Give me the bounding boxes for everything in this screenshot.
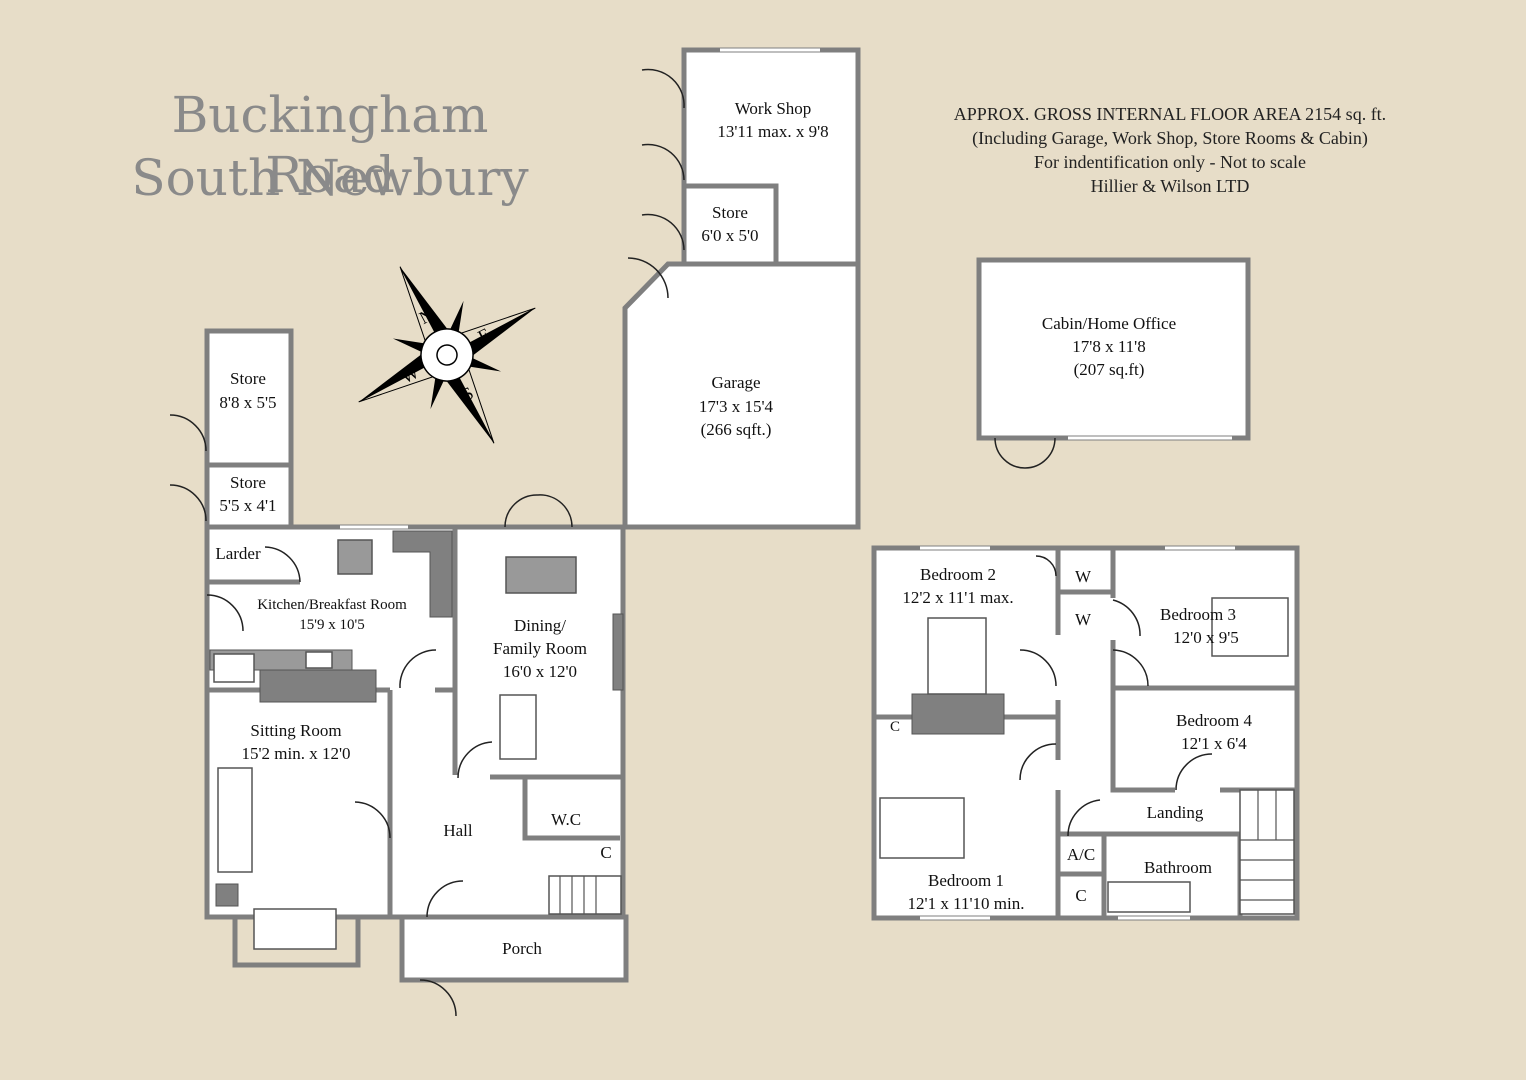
wardrobe1-name: W xyxy=(1074,567,1092,586)
store2-name: Store xyxy=(230,473,266,492)
sink xyxy=(213,653,255,683)
kitchen-worktop-l xyxy=(392,530,453,618)
landing-name: Landing xyxy=(1146,803,1204,822)
garage-size: 17'3 x 15'4 xyxy=(698,397,774,416)
stairs-first xyxy=(1239,789,1295,915)
bedroom4-size: 12'1 x 6'4 xyxy=(1181,734,1247,753)
kitchen-island xyxy=(259,669,377,703)
ac-name: A/C xyxy=(1066,845,1096,864)
garage-area: (266 sqft.) xyxy=(700,420,772,439)
plan-title-line2: South Newbury xyxy=(131,149,529,207)
bed2-headboard-unit xyxy=(911,693,1005,735)
dining-table xyxy=(505,556,577,594)
bedroom2-size: 12'2 x 11'1 max. xyxy=(902,588,1014,607)
bed-1 xyxy=(879,797,965,859)
bed-3 xyxy=(1211,597,1289,657)
bedroom3-size: 12'0 x 9'5 xyxy=(1173,628,1239,647)
kitchen-name: Kitchen/Breakfast Room xyxy=(257,597,407,613)
stairs-ground xyxy=(548,875,622,915)
bedroom4-name: Bedroom 4 xyxy=(1175,711,1253,730)
agent-note: Hillier & Wilson LTD xyxy=(1090,176,1250,196)
garage-name: Garage xyxy=(711,373,761,392)
wc-name: W.C xyxy=(550,810,582,829)
store2-size: 5'5 x 4'1 xyxy=(219,496,277,515)
cupboard-name: C xyxy=(600,843,612,862)
sitting-name: Sitting Room xyxy=(250,721,342,740)
kitchen-size: 15'9 x 10'5 xyxy=(299,617,365,633)
bath xyxy=(1107,881,1191,913)
sitting-bay xyxy=(232,917,361,968)
bedroom2-name: Bedroom 2 xyxy=(919,565,997,584)
porch-name: Porch xyxy=(502,939,542,958)
porch-room xyxy=(399,914,629,983)
workshop-name: Work Shop xyxy=(734,99,812,118)
dining-name: Dining/ xyxy=(514,616,566,635)
bedroom1-name: Bedroom 1 xyxy=(927,871,1005,890)
disclaimer-note: For indentification only - Not to scale xyxy=(1034,152,1306,172)
bedroom3-name: Bedroom 3 xyxy=(1159,605,1237,624)
dining-size: 16'0 x 12'0 xyxy=(502,662,578,681)
cabin-name: Cabin/Home Office xyxy=(1041,314,1177,333)
bed-2 xyxy=(927,617,987,695)
dining-sideboard xyxy=(612,613,624,691)
dining-name-2: Family Room xyxy=(493,639,587,658)
floor-area-note: APPROX. GROSS INTERNAL FLOOR AREA 2154 s… xyxy=(953,104,1387,124)
store1-name: Store xyxy=(230,369,266,388)
included-areas-note: (Including Garage, Work Shop, Store Room… xyxy=(972,128,1368,148)
cabin-room xyxy=(976,257,1251,441)
store-ws-size: 6'0 x 5'0 xyxy=(701,226,759,245)
wc-wall xyxy=(522,777,620,841)
cupboard-b1-name: C xyxy=(889,719,901,735)
store-ws-name: Store xyxy=(712,203,748,222)
sofa-dining xyxy=(499,694,537,760)
plan-title-line1: Buckingham Road xyxy=(171,86,489,204)
sofa-sitting-2 xyxy=(253,908,337,950)
sitting-size: 15'2 min. x 12'0 xyxy=(241,744,351,763)
larder-name: Larder xyxy=(215,544,261,563)
cabin-size: 17'8 x 11'8 xyxy=(1072,337,1146,356)
compass-rose: N E S W xyxy=(358,266,536,444)
sitting-table xyxy=(215,883,239,907)
cupboard-up-name: C xyxy=(1075,886,1087,905)
hall-name: Hall xyxy=(443,821,473,840)
bathroom-name: Bathroom xyxy=(1144,858,1212,877)
cabin-area: (207 sq.ft) xyxy=(1073,360,1145,379)
dining-south-wall xyxy=(452,690,623,780)
store-room-2 xyxy=(204,462,294,530)
garage-room xyxy=(622,261,861,530)
workshop-size: 13'11 max. x 9'8 xyxy=(717,122,829,141)
sofa-sitting-1 xyxy=(217,767,253,873)
store1-size: 8'8 x 5'5 xyxy=(219,393,277,412)
bedroom1-size: 12'1 x 11'10 min. xyxy=(907,894,1025,913)
hob xyxy=(305,651,333,669)
wardrobe2-name: W xyxy=(1074,610,1092,629)
kitchen-table xyxy=(337,539,373,575)
store-room-1 xyxy=(204,328,294,468)
